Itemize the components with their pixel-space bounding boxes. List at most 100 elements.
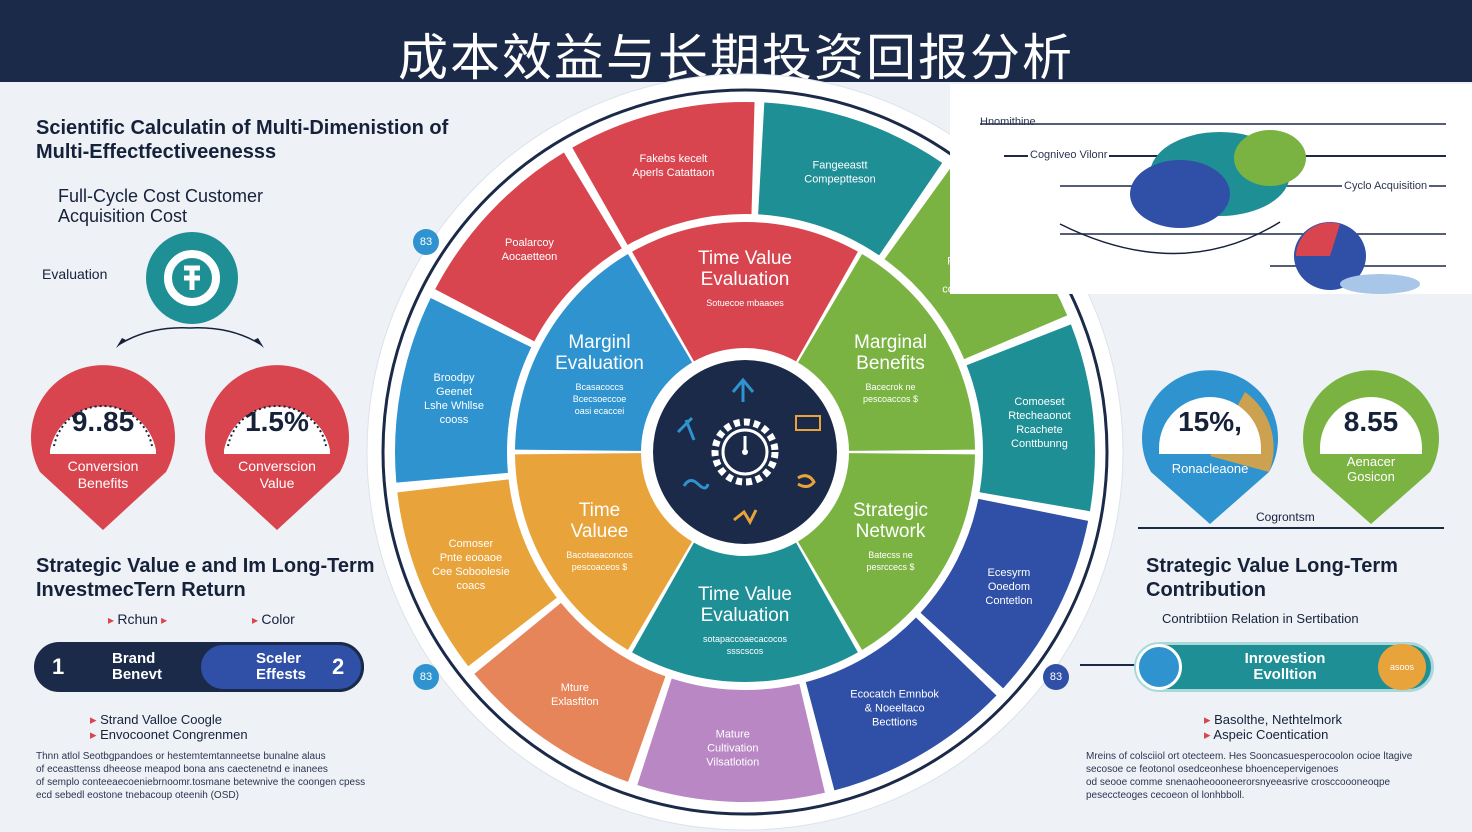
- outer-segment-label: Fangeeastt: [813, 160, 868, 172]
- legend-item: Cogniveo Vilonr: [1028, 149, 1110, 161]
- up-arrow-icon: [731, 377, 755, 402]
- mini-label-return: ▸ Rchun ▸: [108, 611, 167, 627]
- inner-segment-title: Network: [856, 521, 926, 542]
- inner-segment-title: Strategic: [853, 500, 928, 521]
- mini-label-text: Color: [261, 611, 295, 627]
- outer-segment-label: Ecocatch Emnbok: [850, 688, 939, 700]
- pill-number-2: 2: [332, 654, 345, 679]
- inner-segment-title: Time: [579, 500, 621, 521]
- outer-segment-label: Ecesyrm: [988, 567, 1031, 579]
- paragraph-line: Thnn atlol Seotbgpandoes or hestemtemtan…: [36, 751, 326, 762]
- left-strategic-title: Strategic Value e and Im Long-Term Inves…: [36, 554, 396, 602]
- inner-segment-sub: pesrccecs $: [866, 562, 914, 572]
- gauge-label-line1: Conversion: [67, 458, 139, 474]
- divider: [1138, 527, 1444, 529]
- outer-segment-label: Rtecheaonot: [1008, 410, 1070, 422]
- gear-clock-icon: [711, 418, 779, 486]
- gauge-label-line2: Benefits: [77, 475, 129, 491]
- right-bullets: Basolthe, Nethtelmork Aspeic Coenticatio…: [1204, 712, 1342, 742]
- inner-segment-title: Marginl: [568, 332, 630, 353]
- right-strategic-title-line1: Strategic Value Long-Term: [1146, 555, 1398, 577]
- inner-segment: [632, 542, 858, 682]
- gauge-shape: [205, 365, 349, 530]
- outer-segment-label: Geenet: [436, 386, 472, 398]
- outer-segment: [805, 617, 997, 791]
- paragraph-line: Mreins of colsciiol ort otecteem. Hes So…: [1086, 751, 1413, 762]
- inner-segment-title: Time Value: [698, 584, 792, 605]
- leaf-icon: [797, 474, 816, 489]
- outer-segment-label: Exlasftlon: [551, 696, 599, 708]
- outer-segment: [397, 479, 557, 667]
- outer-segment-label: Contetlon: [985, 595, 1032, 607]
- outer-segment: [474, 602, 666, 782]
- branch-arrows: [116, 327, 264, 348]
- pill-text-line1: Sceler: [256, 650, 302, 667]
- badge-marker: 83: [1043, 664, 1069, 690]
- pill-text-line2: Benevt: [112, 666, 163, 683]
- inner-segment-sub: pescoaccos $: [863, 394, 918, 404]
- inner-segment-sub: oasi ecaccei: [575, 406, 625, 416]
- paragraph-line: of eceasttenss dheeose meapod bona ans c…: [36, 764, 328, 775]
- left-bullets: Strand Valloe Coogle Envocoonet Congrenm…: [90, 712, 248, 742]
- outer-segment: [395, 297, 532, 483]
- badge-marker: 83: [413, 664, 439, 690]
- bullet-item: Strand Valloe Coogle: [90, 712, 248, 727]
- outer-segment-label: Broodpy: [434, 372, 475, 384]
- outer-segment-label: Mture: [561, 682, 589, 694]
- outer-segment-label: Comoser: [449, 538, 494, 550]
- gauge-shape: [1142, 370, 1278, 524]
- inner-segment-title: Time Value: [698, 248, 792, 269]
- inner-segment-sub: ssscscos: [727, 646, 764, 656]
- tool-icon: [676, 416, 696, 441]
- bullet-item: Basolthe, Nethtelmork: [1204, 712, 1342, 727]
- right-paragraph: Mreins of colsciiol ort otecteem. Hes So…: [1086, 750, 1456, 802]
- outer-segment-label: Cee Soboolesie: [432, 566, 510, 578]
- scale-icon: [733, 509, 758, 526]
- gauge-label: Ronacleaone: [1171, 461, 1249, 476]
- paragraph-line: ecd sebedl eostone tnebacoup oteenih (OS…: [36, 790, 239, 801]
- inner-segment: [797, 453, 975, 650]
- outer-segment-label: Pnte eooaoe: [440, 552, 502, 564]
- gauge-shape: [1303, 370, 1439, 524]
- gauge-value: 8.55: [1343, 406, 1399, 437]
- gauge-label: Converscion Value: [196, 458, 358, 492]
- left-subheading-line1: Full-Cycle Cost Customer: [58, 186, 264, 206]
- outer-segment: [920, 498, 1089, 689]
- innovation-text-line2: Evolltion: [1253, 666, 1317, 683]
- card-icon: [795, 415, 821, 431]
- right-subtitle: Contribtiion Relation in Sertibation: [1162, 611, 1359, 626]
- gauge-label: Conversion Benefits: [22, 458, 184, 492]
- pill-text-line1: Brand: [112, 650, 156, 667]
- paragraph-line: peseccteoges cecoeon ol lonhbboll.: [1086, 790, 1245, 801]
- bullet-item: Envocoonet Congrenmen: [90, 727, 247, 742]
- arrow-right-icon: ▸: [252, 613, 262, 627]
- mini-label-color: ▸ Color: [252, 611, 295, 627]
- inner-segment-title: Evaluation: [701, 605, 790, 626]
- connector-line: [1080, 664, 1136, 666]
- gauge-conversion-benefits: 9..85 Conversion Benefits: [22, 362, 184, 532]
- paragraph-line: of semplo conteeaecoeniebrnoomr.tosmane …: [36, 777, 366, 788]
- pill-text-line2: Effests: [256, 666, 307, 683]
- evaluation-label: Evaluation: [42, 266, 108, 282]
- outer-segment: [572, 101, 755, 245]
- globe-icon: [1136, 644, 1182, 690]
- gauge-label-line1: Converscion: [238, 458, 316, 474]
- gauge-caption: Cogrontsm: [1256, 510, 1315, 524]
- left-strategic-title-line2: InvestmecTern Return: [36, 579, 246, 601]
- right-strategic-title-line2: Contribution: [1146, 579, 1266, 601]
- inner-segment: [515, 254, 693, 451]
- mini-label-text: Rchun: [117, 611, 158, 627]
- pill-text-scale: Sceler Effests: [256, 651, 306, 683]
- left-heading-line2: Multi-Effectfectiveenesss: [36, 141, 277, 163]
- inner-segment-sub: Bacecrok ne: [865, 382, 915, 392]
- left-strategic-title-line1: Strategic Value e and Im Long-Term: [36, 555, 375, 577]
- gauge-value: 1.5%: [245, 406, 309, 437]
- outer-segment: [637, 678, 825, 802]
- gauge-shape: [31, 365, 175, 530]
- left-paragraph: Thnn atlol Seotbgpandoes or hestemtemtan…: [36, 750, 416, 802]
- outer-segment-label: Mature: [716, 729, 750, 741]
- inner-segment-sub: Sotuecoe mbaaoes: [706, 298, 784, 308]
- outer-segment: [966, 324, 1095, 512]
- pill-number-1: 1: [52, 654, 65, 679]
- outer-segment-label: Compeptteson: [804, 174, 876, 186]
